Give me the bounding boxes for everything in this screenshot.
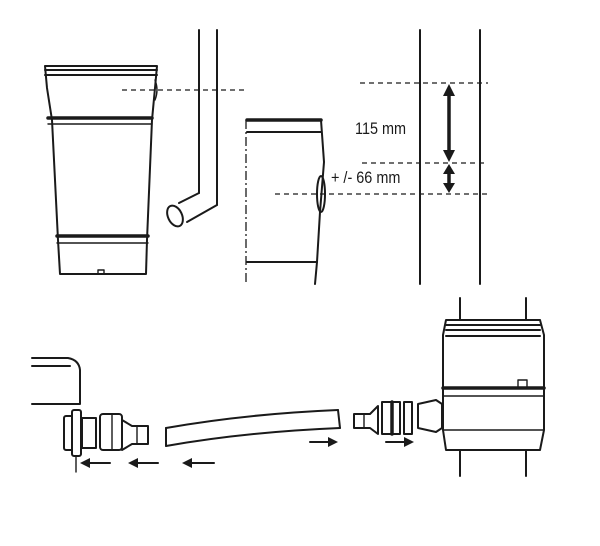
barrel-wall [31,357,81,405]
connecting-hose [165,409,341,447]
wall-connector [63,409,149,473]
hose-connector [353,400,413,436]
flow-arrow-left-3 [182,458,215,468]
rain-barrel [44,65,247,275]
collector-unit [417,297,546,477]
filter-section [245,118,326,285]
downpipe-elbow [166,29,218,228]
dimension-label-tolerance: + /- 66 mm [331,169,400,187]
flow-arrow-left-1 [80,458,111,468]
flow-arrow-left-2 [128,458,159,468]
flow-arrow-right-2 [385,437,414,447]
downpipe-dimensions: 115 mm + /- 66 mm [275,29,488,285]
dimension-label-115: 115 mm [355,120,406,138]
dimension-arrow-115 [443,84,455,162]
flow-arrow-right-1 [309,437,338,447]
dimension-arrow-66 [443,164,455,193]
